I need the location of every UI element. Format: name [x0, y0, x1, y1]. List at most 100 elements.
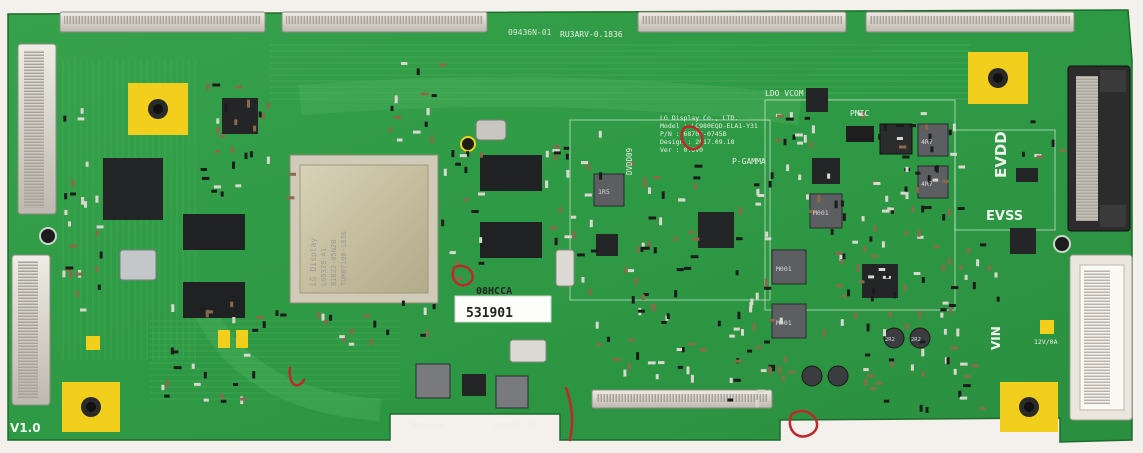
smd-component	[441, 219, 445, 227]
smd-component	[809, 209, 816, 213]
smd-component	[1036, 155, 1044, 159]
smd-component	[640, 246, 644, 252]
smd-component	[563, 146, 570, 150]
smd-component	[756, 188, 760, 196]
smd-component	[822, 329, 826, 337]
smd-component	[266, 102, 270, 110]
smd-component	[757, 389, 765, 393]
smd-component	[674, 236, 678, 242]
smd-component	[220, 393, 224, 400]
smd-component	[798, 174, 802, 181]
smd-component	[980, 243, 987, 247]
smd-component	[952, 123, 956, 132]
smd-component	[878, 134, 882, 140]
smd-component	[599, 172, 603, 180]
smd-component	[99, 251, 103, 259]
silkscreen-labels: V1.0 09436N-01 RU3ARV-0.1836 LG Display …	[10, 28, 1058, 435]
smd-component	[905, 323, 909, 330]
smd-component	[425, 330, 429, 338]
smd-component	[647, 241, 651, 249]
sticker-bottom-text: 531901	[466, 306, 513, 321]
smd-component	[690, 255, 699, 259]
smd-component	[896, 124, 904, 128]
smd-component	[565, 153, 569, 160]
dvdd09-label: DVDD09	[625, 148, 634, 175]
smd-component	[1030, 120, 1036, 124]
smd-component	[943, 328, 947, 335]
smd-component	[205, 309, 209, 318]
ddr-label: DDR1.5V	[412, 421, 444, 430]
smd-component	[386, 329, 390, 335]
smd-component	[868, 275, 875, 279]
smd-component	[776, 139, 781, 142]
smd-component	[262, 321, 266, 328]
smd-component	[71, 179, 75, 187]
smd-component	[627, 362, 631, 371]
smd-component	[464, 166, 468, 174]
smd-component	[553, 151, 561, 155]
smd-component	[451, 150, 455, 158]
smd-component	[231, 146, 235, 154]
smd-component	[62, 270, 66, 278]
smd-component	[835, 251, 843, 255]
smd-component	[840, 259, 844, 265]
smd-component	[903, 284, 907, 291]
smd-component	[693, 183, 697, 190]
smd-component	[994, 272, 998, 278]
smd-component	[768, 364, 775, 368]
smd-component	[891, 206, 894, 214]
smd-component	[690, 374, 694, 383]
part-number-label: 09436N-01	[508, 28, 552, 37]
smd-component	[863, 245, 867, 252]
smd-component	[885, 195, 889, 202]
smd-component	[688, 230, 695, 234]
smd-component	[806, 194, 809, 200]
smd-component	[861, 111, 865, 119]
smd-component	[905, 191, 909, 200]
smd-component	[201, 176, 210, 180]
smd-component	[908, 124, 917, 128]
mounting-holes	[39, 52, 1071, 432]
marker-annotations	[288, 125, 819, 442]
smd-component	[923, 206, 932, 210]
smd-component	[944, 357, 948, 364]
main-chip-line-1: LG Display	[309, 238, 318, 286]
smd-component	[200, 307, 207, 311]
smd-component	[967, 248, 971, 254]
pmic-label: PMIC	[850, 109, 869, 118]
smd-component	[233, 383, 239, 386]
smd-component	[224, 104, 228, 113]
smd-component	[890, 362, 894, 368]
smd-component	[595, 321, 599, 329]
smd-component	[760, 369, 767, 373]
smd-component	[902, 155, 910, 159]
ics	[103, 88, 1038, 396]
smd-component	[628, 338, 635, 342]
smd-component	[752, 323, 756, 331]
smd-component	[171, 304, 175, 312]
vin-label: VIN	[989, 326, 1003, 350]
smd-component	[570, 215, 577, 219]
smd-component	[913, 272, 921, 275]
smd-component	[81, 197, 85, 205]
smd-component	[960, 362, 968, 366]
smd-component	[917, 229, 921, 237]
smd-component	[949, 304, 956, 307]
smd-component	[84, 201, 87, 208]
smd-component	[80, 308, 87, 312]
smd-component	[927, 175, 931, 183]
smd-component	[659, 217, 663, 226]
smd-component	[688, 342, 696, 346]
smd-component	[950, 152, 957, 156]
smd-component	[1051, 139, 1055, 147]
smd-component	[203, 371, 207, 379]
smd-component	[942, 179, 949, 183]
smd-component	[216, 118, 220, 124]
version-label: V1.0	[10, 421, 41, 435]
smd-component	[919, 340, 926, 344]
smd-component	[432, 304, 436, 310]
smd-component	[641, 294, 645, 300]
smd-component	[893, 292, 897, 299]
smd-component	[887, 207, 894, 211]
smd-component	[809, 142, 813, 148]
